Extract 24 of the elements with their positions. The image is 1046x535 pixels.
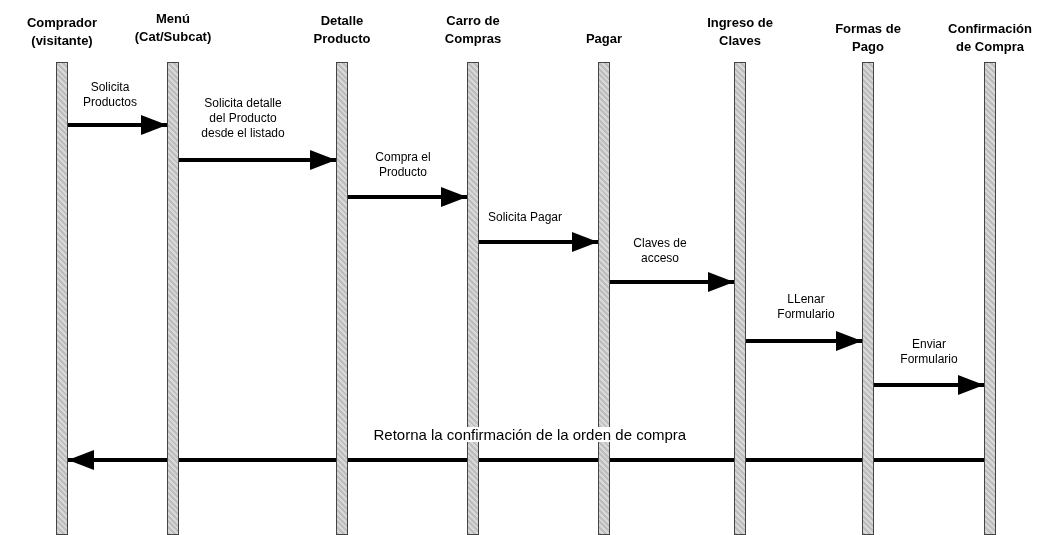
message-arrow [874, 375, 984, 395]
message-arrow [479, 232, 598, 252]
message-arrow [746, 331, 862, 351]
message-label: Solicita Productos [82, 80, 138, 110]
lifeline-label: Detalle Producto [312, 12, 372, 48]
message-arrow [348, 187, 467, 207]
lifeline-label: Formas de Pago [834, 20, 902, 56]
message-label: Solicita Pagar [486, 210, 563, 225]
lifeline-label: Carro de Compras [443, 12, 503, 48]
message-label: Retorna la confirmación de la orden de compra [373, 427, 687, 442]
message-arrow [179, 150, 336, 170]
message-arrow [610, 272, 734, 292]
lifeline-label: Ingreso de Claves [706, 14, 774, 50]
message-arrow [68, 450, 984, 470]
message-label: Solicita detalle del Producto desde el listado [200, 96, 286, 141]
message-label: Compra el Producto [374, 150, 432, 180]
message-label: LLenar Formulario [776, 292, 836, 322]
message-arrow [68, 115, 167, 135]
lifeline-label: Comprador (visitante) [25, 14, 99, 50]
message-label: Claves de acceso [632, 236, 688, 266]
lifeline-label: Confirmación de Compra [947, 20, 1033, 56]
lifeline-label: Menú (Cat/Subcat) [133, 10, 213, 46]
lifeline-label: Pagar [584, 30, 624, 48]
message-label: Enviar Formulario [899, 337, 959, 367]
